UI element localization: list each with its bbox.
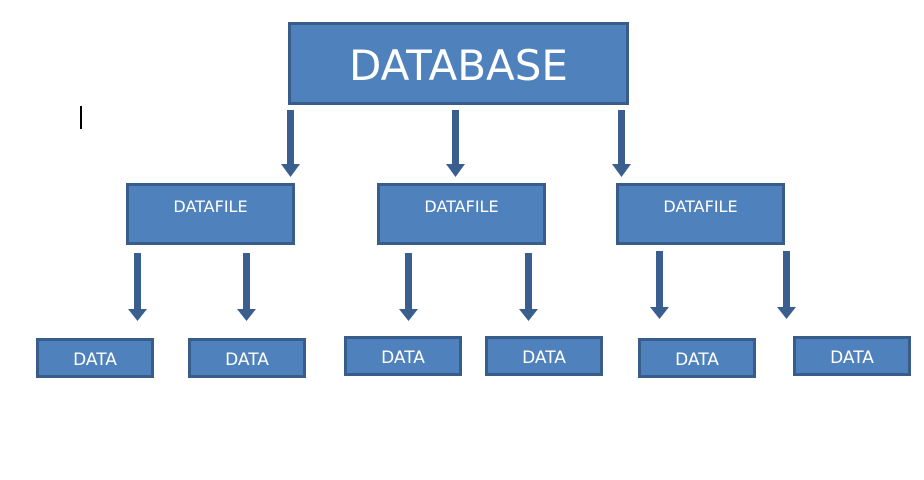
arrow-datafile-3-to-data-6: [777, 251, 796, 319]
arrow-datafile-2-to-data-3: [399, 253, 418, 321]
datafile-label: DATAFILE: [663, 197, 738, 216]
database-label: DATABASE: [349, 41, 568, 90]
data-node-3: DATA: [344, 336, 462, 376]
arrow-datafile-2-to-data-4: [519, 253, 538, 321]
data-node-5: DATA: [638, 338, 756, 378]
arrow-datafile-1-to-data-1: [128, 253, 147, 321]
text-cursor: [80, 106, 82, 129]
data-node-4: DATA: [485, 336, 603, 376]
datafile-label: DATAFILE: [424, 197, 499, 216]
arrow-datafile-1-to-data-2: [237, 253, 256, 321]
data-label: DATA: [830, 347, 874, 368]
data-node-6: DATA: [793, 336, 911, 376]
data-node-1: DATA: [36, 338, 154, 378]
data-label: DATA: [675, 349, 719, 370]
datafile-label: DATAFILE: [173, 197, 248, 216]
data-label: DATA: [522, 347, 566, 368]
data-node-2: DATA: [188, 338, 306, 378]
datafile-node-2: DATAFILE: [377, 183, 546, 245]
arrow-datafile-3-to-data-5: [650, 251, 669, 319]
data-label: DATA: [225, 349, 269, 370]
datafile-node-3: DATAFILE: [616, 183, 785, 245]
datafile-node-1: DATAFILE: [126, 183, 295, 245]
arrow-root-to-datafile-2: [446, 110, 465, 177]
database-node: DATABASE: [288, 22, 629, 105]
data-label: DATA: [381, 347, 425, 368]
arrows-root-to-datafiles: [281, 110, 631, 177]
arrow-root-to-datafile-3: [612, 110, 631, 177]
arrow-root-to-datafile-1: [281, 110, 300, 177]
data-label: DATA: [73, 349, 117, 370]
arrows-datafiles-to-data: [128, 251, 796, 321]
